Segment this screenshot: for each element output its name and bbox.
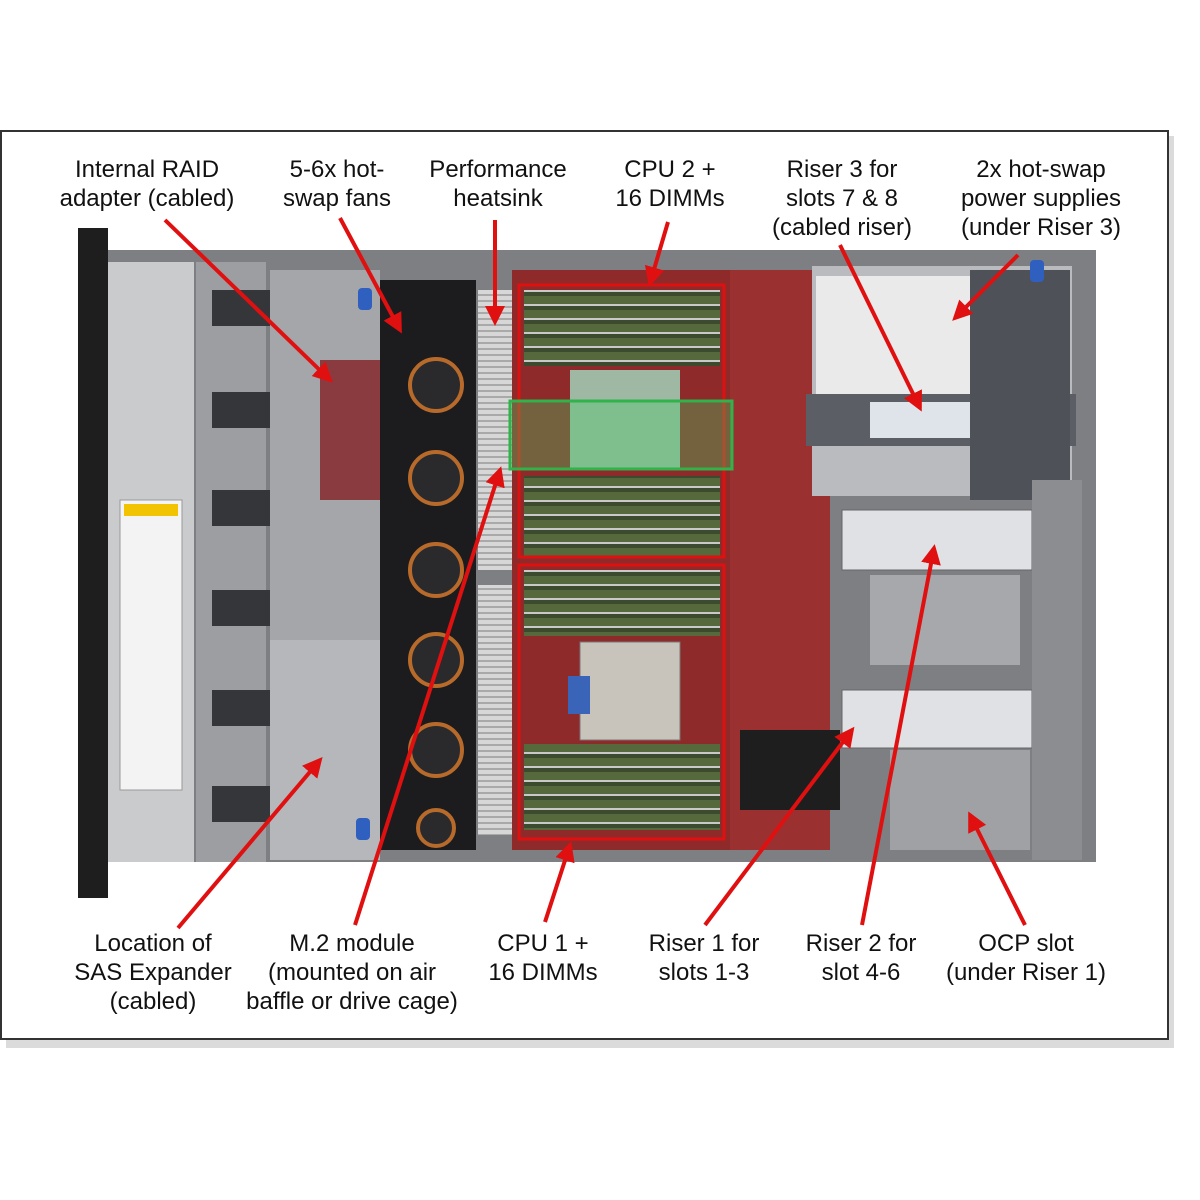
fan-6: [416, 808, 456, 848]
label-cpu2: CPU 2 + 16 DIMMs: [615, 155, 724, 213]
fan-cage: [380, 280, 476, 850]
riser-1: [841, 689, 1033, 749]
label-riser2: Riser 2 for slot 4-6: [806, 929, 917, 987]
label-m2-line3: baffle or drive cage): [246, 988, 458, 1015]
label-psu-line1: 2x hot-swap: [976, 156, 1106, 183]
arrow-riser2: [860, 544, 941, 926]
label-riser1-line2: slots 1-3: [658, 959, 750, 986]
riser-2: [841, 509, 1033, 571]
label-riser3-line2: slots 7 & 8: [785, 185, 899, 212]
arrow-cpu2: [644, 221, 670, 287]
fan-2: [408, 450, 464, 506]
dimms-cpu2-lower: [524, 476, 720, 556]
label-m2-line2: (mounted on air: [267, 959, 437, 986]
label-sas-line2: SAS Expander: [74, 959, 232, 986]
label-riser1: Riser 1 for slots 1-3: [649, 929, 760, 987]
label-psu: 2x hot-swap power supplies (under Riser …: [961, 155, 1121, 242]
label-sas: Location of SAS Expander (cabled): [74, 929, 231, 1016]
cpu2-highlight-box: [517, 283, 726, 559]
cpu2-heatsink: [570, 370, 680, 470]
label-ocp-line2: (under Riser 1): [945, 959, 1107, 986]
label-ocp: OCP slot (under Riser 1): [946, 929, 1106, 987]
rear-brackets: [1032, 480, 1082, 860]
label-heatsink-line1: Performance: [429, 156, 567, 183]
fan-1: [408, 357, 464, 413]
arrow-cpu1: [543, 841, 575, 923]
arrow-psu: [952, 253, 1020, 321]
label-sas-line3: (cabled): [109, 988, 197, 1015]
label-riser3: Riser 3 for slots 7 & 8 (cabled riser): [772, 155, 912, 242]
dimms-cpu2-upper: [524, 290, 720, 366]
label-sas-line1: Location of: [94, 930, 212, 957]
heatsink-cpu1: [478, 585, 512, 835]
label-heatsink: Performance heatsink: [429, 155, 566, 213]
cpu1-highlight-box: [517, 563, 726, 841]
arrow-riser3: [838, 244, 922, 412]
fan-4: [408, 632, 464, 688]
label-raid: Internal RAID adapter (cabled): [60, 155, 235, 213]
ocp-slot: [890, 750, 1030, 850]
arrow-raid: [163, 218, 333, 383]
front-bezel: [78, 228, 108, 898]
label-cpu1-line1: CPU 1 +: [497, 930, 589, 957]
drive-bays: [196, 262, 272, 862]
label-fans: 5-6x hot- swap fans: [283, 155, 391, 213]
label-heatsink-line2: heatsink: [453, 185, 543, 212]
label-ocp-line1: OCP slot: [978, 930, 1074, 957]
performance-heatsink-highlight: [508, 399, 734, 471]
label-riser3-line3: (cabled riser): [771, 214, 913, 241]
label-m2: M.2 module (mounted on air baffle or dri…: [246, 929, 458, 1016]
callout-arrows: [163, 217, 1027, 930]
cpu1-heatsink: [579, 641, 681, 741]
label-psu-line3: (under Riser 3): [960, 214, 1122, 241]
dimms-cpu1-upper: [524, 570, 720, 636]
fan-3: [408, 542, 464, 598]
arrow-ocp: [968, 811, 1027, 926]
label-riser1-line1: Riser 1 for: [648, 930, 760, 957]
label-fans-line2: swap fans: [282, 185, 392, 212]
label-cpu1-line2: 16 DIMMs: [488, 959, 598, 986]
power-supply: [816, 276, 976, 394]
server-chassis: [78, 228, 1096, 898]
service-label: [119, 499, 183, 791]
label-raid-line2: adapter (cabled): [59, 185, 235, 212]
label-fans-line1: 5-6x hot-: [289, 156, 385, 183]
label-riser3-line1: Riser 3 for: [786, 156, 898, 183]
dimms-cpu1-lower: [524, 744, 720, 830]
label-riser2-line2: slot 4-6: [821, 959, 901, 986]
label-cpu1: CPU 1 + 16 DIMMs: [488, 929, 597, 987]
arrow-fans: [338, 217, 402, 334]
label-raid-line1: Internal RAID: [74, 156, 220, 183]
label-m2-line1: M.2 module: [289, 930, 415, 957]
label-cpu2-line1: CPU 2 +: [624, 156, 716, 183]
arrow-m2: [353, 466, 505, 926]
label-riser2-line1: Riser 2 for: [805, 930, 917, 957]
label-psu-line2: power supplies: [960, 185, 1122, 212]
label-cpu2-line2: 16 DIMMs: [615, 185, 725, 212]
arrow-riser1: [703, 726, 855, 927]
arrow-sas: [176, 756, 323, 930]
